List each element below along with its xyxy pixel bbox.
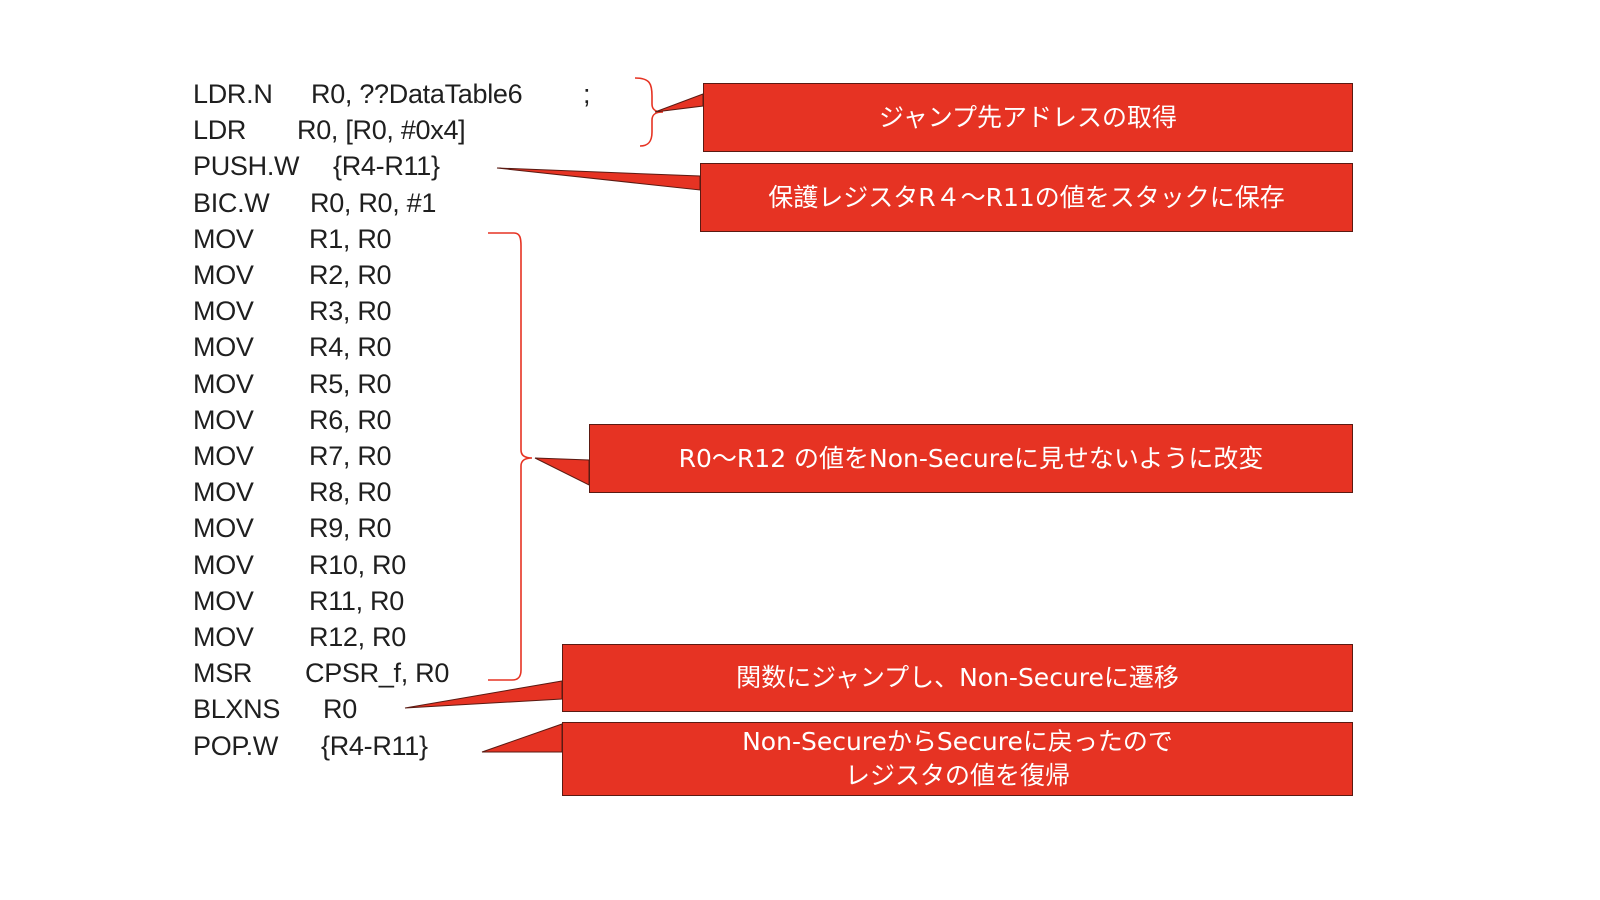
pointer-jump-address bbox=[654, 93, 704, 113]
code-operands: R0, ??DataTable6 bbox=[311, 79, 523, 109]
code-opcode: POP.W bbox=[193, 730, 279, 761]
code-opcode: MOV bbox=[193, 513, 254, 544]
code-operands: R11, R0 bbox=[309, 585, 404, 616]
pointer-clear-registers bbox=[534, 457, 590, 486]
code-opcode: MOV bbox=[193, 622, 254, 652]
code-operands: {R4-R11} bbox=[321, 730, 428, 761]
callout-restore-registers: Non-SecureからSecureに戻ったので レジスタの値を復帰 bbox=[562, 722, 1353, 796]
code-operands: R8, R0 bbox=[309, 477, 392, 508]
callout-jump-address: ジャンプ先アドレスの取得 bbox=[703, 83, 1353, 152]
code-operands: R4, R0 bbox=[309, 332, 392, 363]
code-opcode: MOV bbox=[193, 223, 254, 254]
code-opcode: MOV bbox=[193, 477, 254, 508]
code-operands: R0, R0, #1 bbox=[310, 187, 437, 218]
code-operands: R3, R0 bbox=[309, 296, 392, 327]
callout-blxns-jump: 関数にジャンプし、Non-Secureに遷移 bbox=[562, 644, 1353, 712]
code-operands: R5, R0 bbox=[309, 368, 392, 399]
callout-blxns-jump-text: 関数にジャンプし、Non-Secureに遷移 bbox=[736, 663, 1179, 692]
code-operands: R9, R0 bbox=[309, 513, 392, 544]
code-operands: R1, R0 bbox=[309, 223, 392, 254]
code-operands: R10, R0 bbox=[309, 549, 406, 580]
code-operands: R2, R0 bbox=[309, 260, 392, 290]
code-opcode: MSR bbox=[193, 658, 253, 689]
code-operands: R7, R0 bbox=[309, 441, 392, 471]
callout-clear-registers-text: R0〜R12 の値をNon-Secureに見せないように改変 bbox=[678, 443, 1264, 473]
code-opcode: MOV bbox=[193, 585, 254, 616]
code-opcode: BLXNS bbox=[193, 694, 281, 725]
code-comment: ; bbox=[583, 79, 591, 109]
code-opcode: PUSH.W bbox=[193, 151, 300, 182]
code-operands: R12, R0 bbox=[309, 622, 406, 652]
code-opcode: LDR bbox=[193, 115, 247, 146]
code-opcode: MOV bbox=[193, 441, 254, 471]
callout-clear-registers: R0〜R12 の値をNon-Secureに見せないように改変 bbox=[589, 424, 1353, 493]
code-opcode: LDR.N bbox=[193, 79, 273, 109]
code-operands: R0 bbox=[323, 694, 357, 725]
brace-clear-registers bbox=[488, 232, 533, 681]
callout-save-registers: 保護レジスタR４〜R11の値をスタックに保存 bbox=[700, 163, 1353, 232]
code-operands: CPSR_f, R0 bbox=[305, 658, 450, 689]
code-opcode: MOV bbox=[193, 296, 254, 327]
code-operands: R6, R0 bbox=[309, 404, 392, 435]
code-opcode: MOV bbox=[193, 549, 254, 580]
code-opcode: MOV bbox=[193, 332, 254, 363]
pointer-restore-registers bbox=[481, 723, 563, 753]
callout-save-registers-text: 保護レジスタR４〜R11の値をスタックに保存 bbox=[768, 182, 1285, 212]
code-operands: R0, [R0, #0x4] bbox=[297, 115, 466, 146]
code-operands: {R4-R11} bbox=[333, 151, 440, 182]
brace-jump-address bbox=[634, 77, 664, 147]
callout-restore-registers-text: Non-SecureからSecureに戻ったので レジスタの値を復帰 bbox=[742, 727, 1173, 790]
code-opcode: BIC.W bbox=[193, 187, 270, 218]
pointer-save-registers bbox=[496, 167, 701, 191]
code-opcode: MOV bbox=[193, 368, 254, 399]
code-opcode: MOV bbox=[193, 260, 254, 290]
callout-jump-address-text: ジャンプ先アドレスの取得 bbox=[878, 102, 1177, 132]
code-opcode: MOV bbox=[193, 404, 254, 435]
